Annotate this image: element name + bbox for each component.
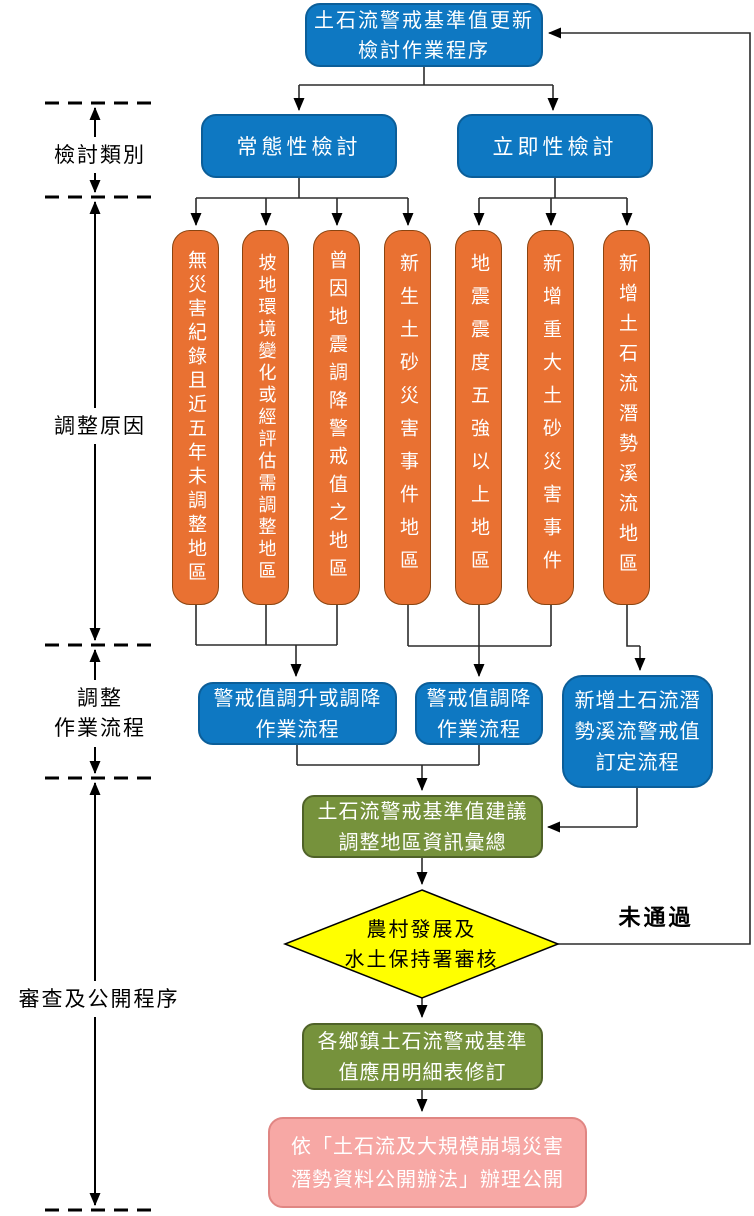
flow-start-label: 土石流警戒基準值更新 檢討作業程序 xyxy=(314,8,534,62)
routine-review-label: 常態性檢討 xyxy=(236,135,362,159)
decision-label: 農村發展及 水土保持署審核 xyxy=(344,917,499,971)
revision-box: 各鄉鎮土石流警戒基準 值應用明細表修訂 xyxy=(302,1023,543,1090)
immediate-review-label: 立即性檢討 xyxy=(492,135,618,159)
section-label-adjust-process: 調整 作業流程 xyxy=(40,680,160,747)
reason-label: 新增重大土砂災害事件 xyxy=(540,252,562,583)
section-label-adjust-reason: 調整原因 xyxy=(40,408,160,445)
reason-box-seismic-intensity-5strong: 地震震度五強以上地區 xyxy=(455,230,502,605)
reason-box-new-sediment-disaster-area: 新生土砂災害事件地區 xyxy=(384,230,431,605)
decision-label-box: 農村發展及 水土保持署審核 xyxy=(285,890,558,998)
connector-arrows xyxy=(190,27,751,1112)
summary-label: 土石流警戒基準值建議 調整地區資訊彙總 xyxy=(317,798,528,854)
section-label-review-type: 檢討類別 xyxy=(40,137,160,174)
reason-label: 坡地環境變化或經評估需調整地區 xyxy=(255,252,277,583)
process-label: 警戒值調降 作業流程 xyxy=(426,685,532,741)
reason-box-no-disaster-record: 無災害紀錄且近五年未調整地區 xyxy=(172,230,219,605)
publish-box: 依「土石流及大規模崩塌災害 潛勢資料公開辦法」辦理公開 xyxy=(268,1117,587,1208)
reason-label: 新生土砂災害事件地區 xyxy=(397,252,419,583)
flow-start-box: 土石流警戒基準值更新 檢討作業程序 xyxy=(305,3,543,67)
reason-box-slope-environment-change: 坡地環境變化或經評估需調整地區 xyxy=(242,230,289,605)
process-box-lower-threshold: 警戒值調降 作業流程 xyxy=(415,682,543,745)
reason-box-new-potential-debris-flow-torrent: 新增土石流潛勢溪流地區 xyxy=(603,230,650,605)
reason-label: 新增土石流潛勢溪流地區 xyxy=(616,252,638,583)
fail-feedback-line xyxy=(548,27,751,945)
process-box-new-torrent-threshold: 新增土石流潛 勢溪流警戒值 訂定流程 xyxy=(562,675,713,788)
decision-diamond xyxy=(282,889,561,999)
fail-path-label: 未通過 xyxy=(618,906,694,931)
process-label: 警戒值調升或調降 作業流程 xyxy=(213,685,382,741)
reason-label: 無災害紀錄且近五年未調整地區 xyxy=(185,249,207,586)
reason-label: 曾因地震調降警戒值之地區 xyxy=(326,249,348,586)
revision-label: 各鄉鎮土石流警戒基準 值應用明細表修訂 xyxy=(317,1028,528,1084)
reason-box-earthquake-lowered-threshold: 曾因地震調降警戒值之地區 xyxy=(313,230,360,605)
summary-box: 土石流警戒基準值建議 調整地區資訊彙總 xyxy=(302,795,543,858)
reason-label: 地震震度五強以上地區 xyxy=(468,252,490,583)
reason-box-new-major-sediment-disaster: 新增重大土砂災害事件 xyxy=(527,230,574,605)
process-label: 新增土石流潛 勢溪流警戒值 訂定流程 xyxy=(574,688,701,774)
publish-label: 依「土石流及大規模崩塌災害 潛勢資料公開辦法」辦理公開 xyxy=(291,1133,564,1191)
section-label-review-publish: 審查及公開程序 xyxy=(8,981,190,1018)
routine-review-box: 常態性檢討 xyxy=(201,114,397,178)
immediate-review-box: 立即性檢討 xyxy=(457,114,653,178)
section-dashed-lines xyxy=(45,101,155,1212)
process-box-raise-or-lower-threshold: 警戒值調升或調降 作業流程 xyxy=(198,682,397,745)
